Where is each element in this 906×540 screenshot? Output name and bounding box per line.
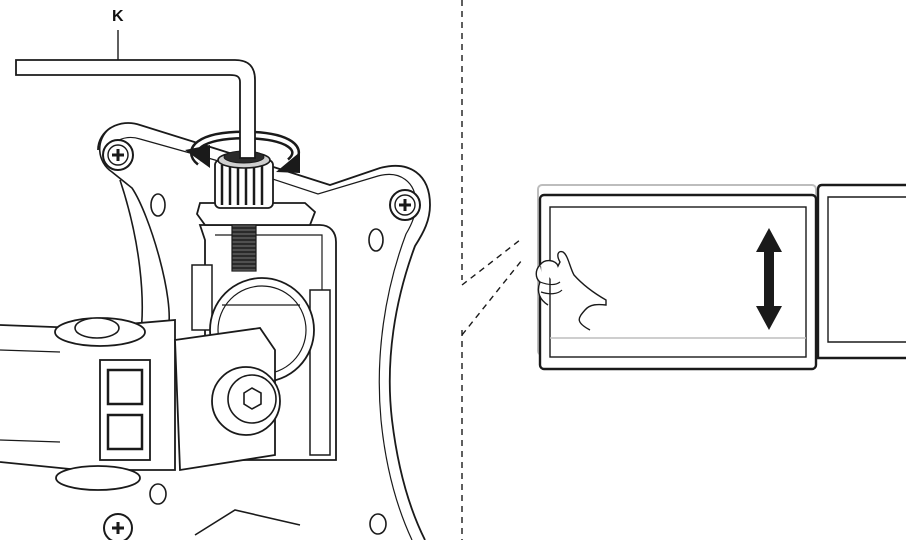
adjustment-knob[interactable] — [214, 150, 274, 209]
monitor-right — [816, 183, 906, 360]
phillips-screw-icon — [102, 139, 134, 171]
phillips-screw-icon — [389, 189, 421, 221]
monitor-left — [537, 184, 818, 371]
phillips-screw-icon — [103, 513, 133, 540]
part-label-k: K — [112, 8, 124, 25]
hand-icon — [535, 250, 607, 331]
mount-arm — [0, 317, 281, 491]
zoom-line — [461, 259, 523, 336]
zoom-line — [461, 239, 521, 286]
double-arrow-vertical-icon — [756, 228, 782, 330]
hex-key-icon[interactable] — [15, 59, 256, 159]
